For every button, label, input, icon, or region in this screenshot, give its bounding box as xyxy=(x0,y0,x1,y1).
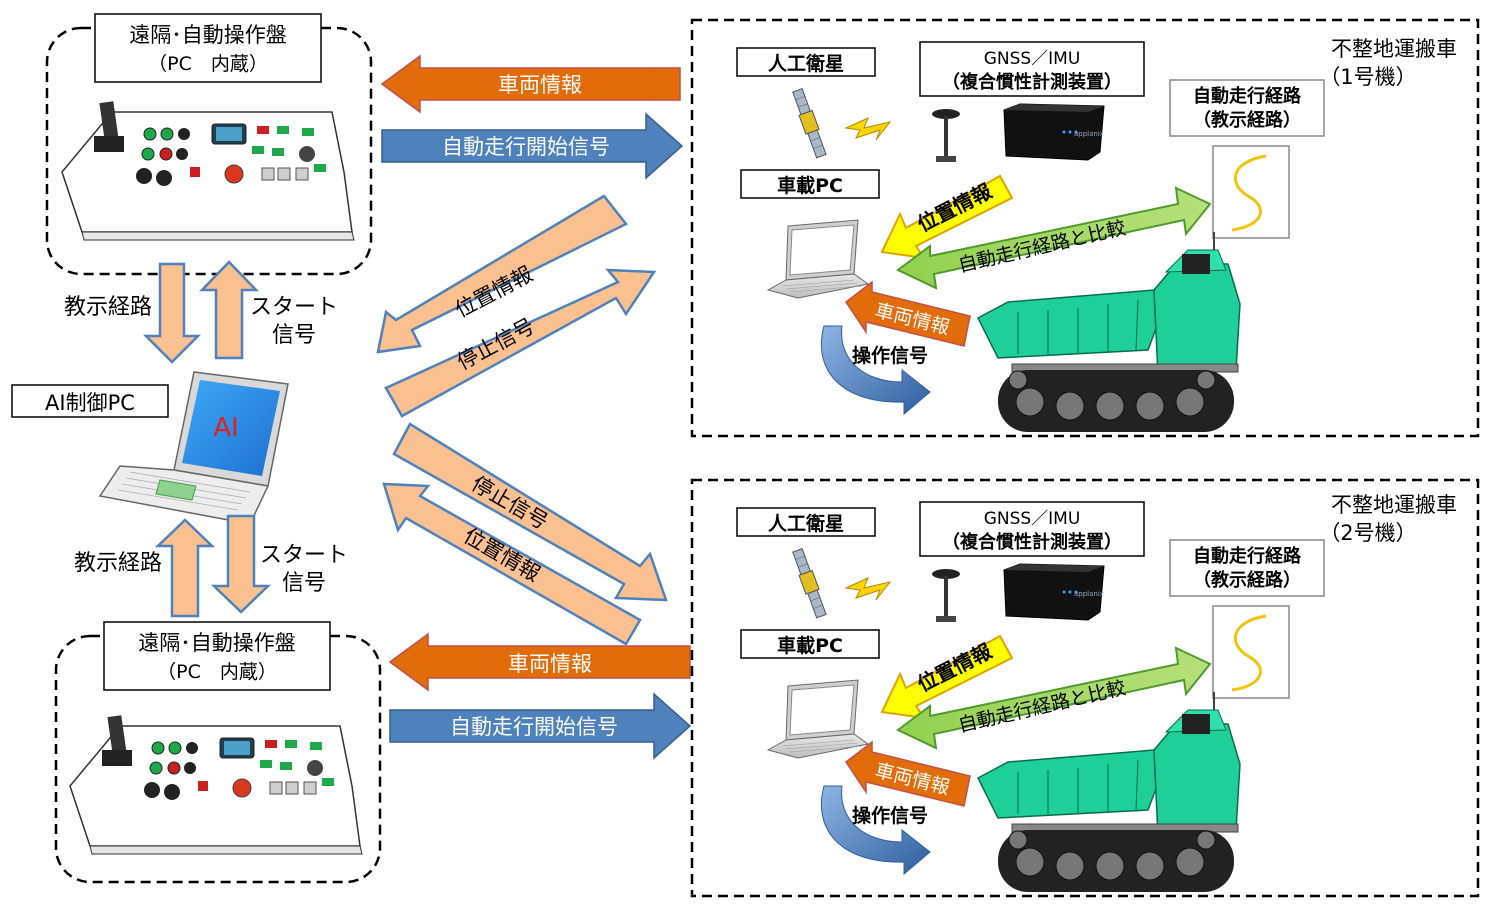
operation-label-2: 操作信号 xyxy=(852,804,928,827)
vehicle-2-title-1: 不整地運搬車 xyxy=(1331,493,1457,517)
onboard-pc-label-1: 車載PC xyxy=(777,174,843,197)
route-label-box-1 xyxy=(1169,79,1325,137)
compare-arrow-1 xyxy=(896,186,1212,290)
antenna-icon-1 xyxy=(932,109,960,162)
console-bottom: 遠隔･自動操作盤 （PC 内蔵） xyxy=(54,621,382,884)
gnss-label-2b: （複合慣性計測装置） xyxy=(942,531,1122,553)
signal-icon-1 xyxy=(845,117,891,141)
onboard-pc-label-2: 車載PC xyxy=(777,634,843,657)
onboard-laptop-icon-2 xyxy=(767,679,869,759)
ai-pc-label: AI制御PC xyxy=(45,391,135,415)
vehicle-info-arrow-2 xyxy=(844,740,971,807)
start-signal-down-arrow xyxy=(210,514,272,614)
start-signal-label-bottom-2: 信号 xyxy=(282,571,326,596)
arrow-bottom-start-signal: 自動走行開始信号 xyxy=(389,692,692,760)
vehicle-1-title-2: （1号機） xyxy=(1319,65,1416,89)
signal-icon-2 xyxy=(845,577,891,601)
route-label-2a: 自動走行経路 xyxy=(1193,545,1302,567)
arrow-top-vehicle-info: 車両情報 xyxy=(380,54,681,114)
route-curve-2 xyxy=(1231,614,1267,692)
route-curve-1 xyxy=(1231,154,1267,232)
arrow-bottom-vehicle-info: 車両情報 xyxy=(388,632,691,692)
route-label-1b: （教示経路） xyxy=(1193,109,1301,131)
route-label-1a: 自動走行経路 xyxy=(1193,85,1302,107)
console-bottom-label-box xyxy=(103,621,331,691)
arrow-bottom-vehicle-info-label: 車両情報 xyxy=(508,652,592,676)
route-label-box-2 xyxy=(1169,539,1325,597)
satellite-icon-1 xyxy=(790,87,829,160)
start-signal-label-bottom-1: スタート xyxy=(260,543,348,568)
satellite-label-box-2 xyxy=(736,507,876,537)
arrow-top-start-signal: 自動走行開始信号 xyxy=(381,112,684,180)
vehicle-2-frame xyxy=(690,478,1480,898)
antenna-icon-2 xyxy=(932,569,960,622)
console-bottom-title: 遠隔･自動操作盤 xyxy=(138,631,296,655)
operation-arrow-2 xyxy=(820,785,931,876)
gnss-label-box-1 xyxy=(919,41,1145,97)
onboard-pc-label-box-1 xyxy=(740,169,880,199)
satellite-label-2: 人工衛星 xyxy=(768,512,844,535)
start-signal-label-top-2: 信号 xyxy=(272,323,316,348)
route-label-2b: （教示経路） xyxy=(1193,569,1301,591)
operation-arrow-1 xyxy=(820,325,931,416)
console-top-subtitle: （PC 内蔵） xyxy=(148,53,268,75)
gnss-label-2a: GNSS／IMU xyxy=(984,509,1081,529)
vehicle-1-frame xyxy=(690,18,1480,438)
start-signal-label-top-1: スタート xyxy=(250,295,338,320)
console-bottom-subtitle: （PC 内蔵） xyxy=(157,661,277,683)
gnss-label-1a: GNSS／IMU xyxy=(984,49,1081,69)
console-top-panel-image xyxy=(61,100,355,241)
onboard-pc-label-box-2 xyxy=(740,629,880,659)
satellite-label-box-1 xyxy=(736,47,876,77)
arrow-top-start-signal-label: 自動走行開始信号 xyxy=(442,135,610,159)
satellite-icon-2 xyxy=(790,547,829,620)
arrow-top-stop: 停止信号 xyxy=(384,268,657,418)
gnss-label-box-2 xyxy=(919,501,1145,557)
start-signal-up-arrow xyxy=(199,260,259,360)
position-arrow-2 xyxy=(880,634,1014,720)
satellite-label-1: 人工衛星 xyxy=(768,52,844,75)
vehicle-2-panel: 不整地運搬車 （2号機） 人工衛星 GNSS／IMU （複合慣性計測装置） 自動… xyxy=(690,478,1480,898)
position-arrow-1 xyxy=(880,174,1014,260)
operation-label-1: 操作信号 xyxy=(852,344,928,367)
teach-route-label-bottom: 教示経路 xyxy=(74,551,162,576)
teach-route-up-arrow xyxy=(154,518,216,618)
console-bottom-panel-image xyxy=(69,714,363,855)
flow-top-left: 教示経路 スタート 信号 xyxy=(64,260,338,364)
compare-arrow-2 xyxy=(896,646,1212,750)
vehicle-2-title-2: （2号機） xyxy=(1319,521,1416,545)
gnss-brand-1: applanix xyxy=(1074,130,1104,138)
vehicle-1-panel: 不整地運搬車 （1号機） 人工衛星 GNSS／IMU （複合慣性計測装置） 自動… xyxy=(690,18,1480,438)
gnss-label-1b: （複合慣性計測装置） xyxy=(942,71,1122,93)
vehicle-1-title-1: 不整地運搬車 xyxy=(1331,37,1457,61)
flow-bottom-left: 教示経路 スタート 信号 xyxy=(74,514,348,618)
teach-route-down-arrow xyxy=(142,262,202,364)
ai-control-pc: AI制御PC AI xyxy=(11,371,289,525)
ai-screen-text: AI xyxy=(213,413,238,443)
console-top-label-box xyxy=(94,13,322,83)
gnss-brand-2: applanix xyxy=(1074,590,1104,598)
console-top: 遠隔･自動操作盤 （PC 内蔵） xyxy=(45,13,373,276)
arrow-bottom-start-signal-label: 自動走行開始信号 xyxy=(450,715,618,739)
ai-pc-label-box xyxy=(11,384,169,418)
ai-laptop-icon xyxy=(98,371,289,525)
console-top-title: 遠隔･自動操作盤 xyxy=(129,23,287,47)
onboard-laptop-icon-1 xyxy=(767,219,869,299)
arrow-top-vehicle-info-label: 車両情報 xyxy=(498,73,582,97)
teach-route-label-top: 教示経路 xyxy=(64,295,152,320)
vehicle-info-arrow-1 xyxy=(844,280,971,347)
